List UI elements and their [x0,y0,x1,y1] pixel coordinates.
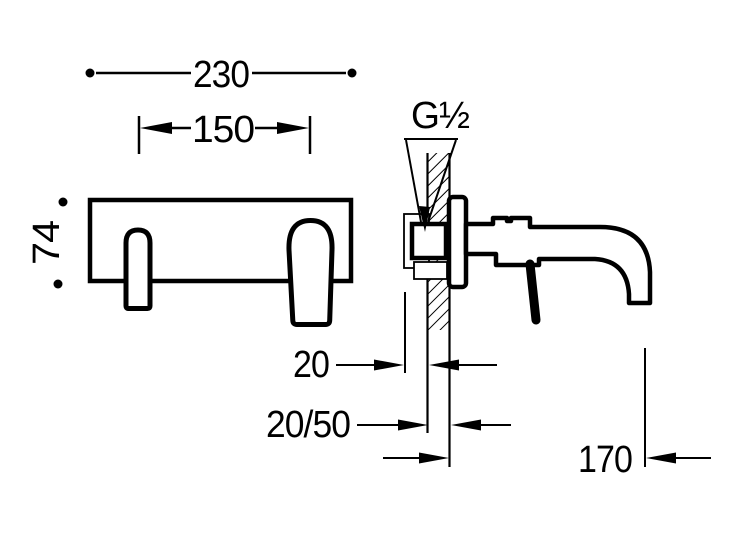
lever-side [525,259,541,325]
wall-section [426,153,451,467]
arrow-left-icon [646,452,676,464]
dim-label-overall-width: 230 [193,54,249,96]
dim-plate-height: 74 [26,197,68,289]
spout-front [123,227,153,311]
dim-depth-front: 20 [293,344,497,386]
dim-dot-bottom [53,279,63,289]
valve-cartridge [409,221,449,261]
dim-dot-left [85,68,95,78]
arrow-right-icon [419,452,449,464]
arrow-left-icon [451,419,481,431]
arrow-right-icon [277,122,309,134]
arrow-left-icon [429,359,459,371]
dim-label-spout-reach: 170 [578,439,632,481]
leader-arrow-icon [419,206,430,232]
rosette [446,194,469,290]
leader-line [427,139,457,223]
arrow-right-icon [398,419,428,431]
front-view: 230 150 74 [26,54,357,327]
spout-side [463,215,653,306]
dim-overall-width: 230 [85,54,357,96]
dim-dot-top [58,197,68,207]
dim-label-centers-width: 150 [192,109,254,151]
dim-label-depth-range: 20/50 [266,404,350,446]
leader-line [405,139,422,223]
side-view: G½ [403,95,653,467]
arrow-left-icon [140,122,172,134]
dim-depth-range: 20/50 [266,404,511,446]
arrow-right-icon [374,359,404,371]
dim-label-depth-front: 20 [293,344,329,386]
dim-spout-reach: 170 [383,439,711,481]
thread-label: G½ [411,95,469,137]
valve-lower-tab [413,261,448,280]
thread-callout: G½ [404,95,470,232]
handle-front [286,218,335,327]
dim-dot-right [347,68,357,78]
dim-centers-width: 150 [137,109,312,154]
dim-label-plate-height: 74 [26,220,68,265]
